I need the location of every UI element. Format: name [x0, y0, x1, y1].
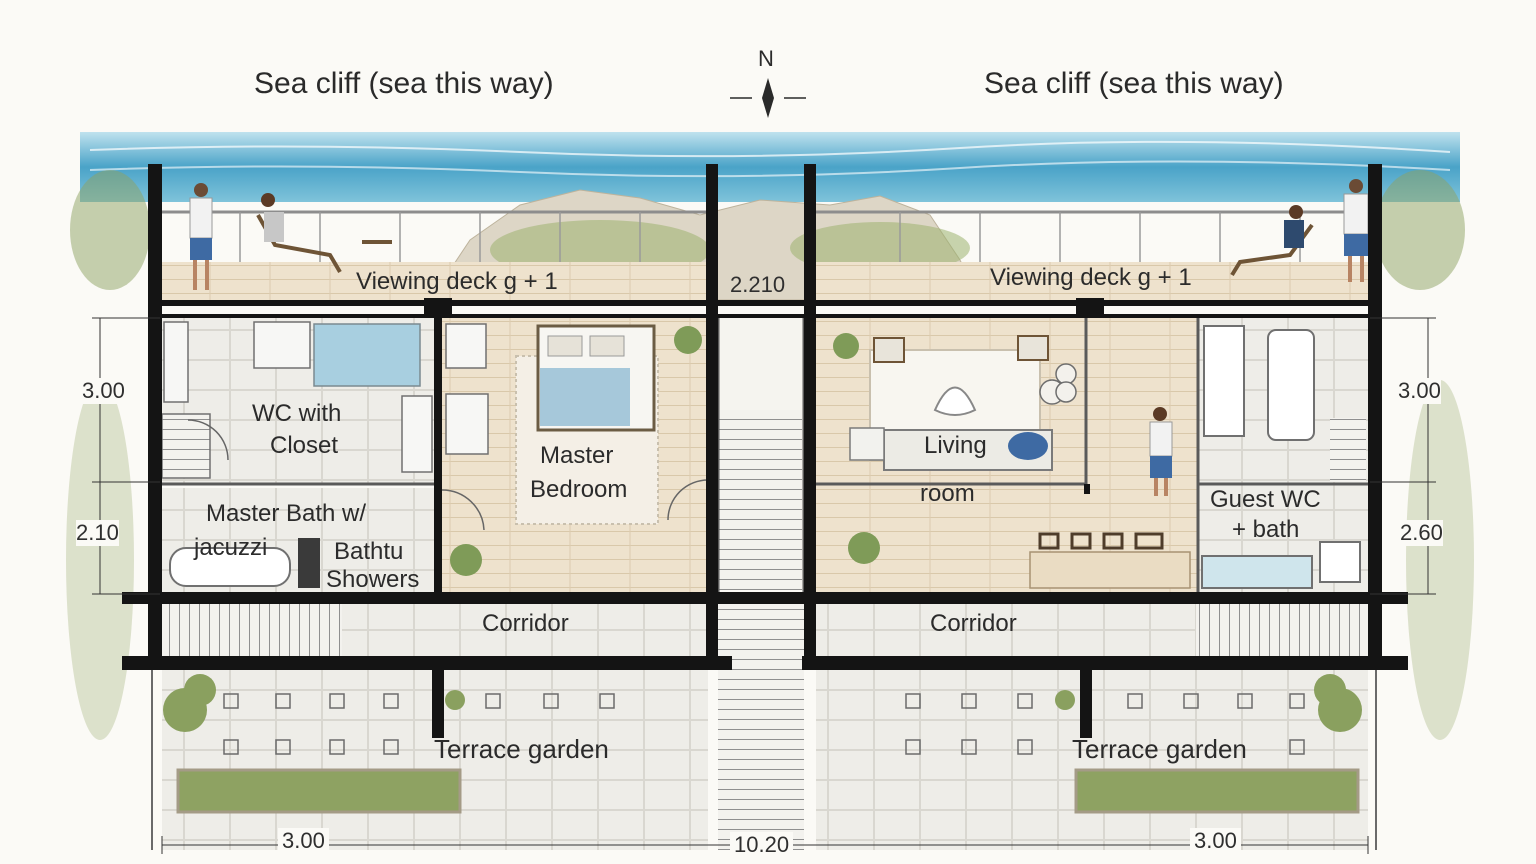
dining-chairs [1038, 532, 1164, 550]
structural-walls [122, 164, 1408, 738]
north-arrow-icon [730, 78, 806, 118]
plant-bedroom [450, 544, 482, 576]
person-figure-left [189, 183, 213, 290]
corridor-right-label: Corridor [930, 610, 1017, 637]
dimension-bottom-right: 3.00 [1190, 828, 1241, 855]
main-stair [718, 410, 802, 590]
plant-living [848, 532, 880, 564]
planter-left [176, 768, 462, 814]
terrace-garden-right-label: Terrace garden [1072, 734, 1247, 764]
showers-label: Showers [326, 566, 420, 593]
sea-direction-right: Sea cliff (sea this way) [984, 67, 1284, 100]
dimension-right-lower: 2.60 [1400, 520, 1443, 547]
dimension-right-upper: 3.00 [1398, 378, 1441, 405]
viewing-deck-left-label: Viewing deck g + 1 [356, 268, 558, 295]
wc-closet-label-line1: WC with [252, 400, 342, 427]
master-bedroom-label-line1: Master [540, 442, 614, 469]
dimension-bottom-left: 3.00 [278, 828, 329, 855]
dimension-bottom-mid: 10.20 [730, 832, 794, 859]
dimension-top-mid: 2.210 [730, 272, 786, 297]
plant-bedroom-corner [674, 326, 702, 354]
armchairs [873, 335, 1049, 363]
viewing-deck-left [162, 262, 708, 300]
dining-set [1039, 363, 1077, 405]
bed [536, 324, 656, 432]
person-figure-right [1343, 179, 1369, 282]
master-bath-label-line2: jacuzzi [194, 534, 268, 561]
sea-direction-left: Sea cliff (sea this way) [254, 67, 554, 100]
viewing-deck-right-label: Viewing deck g + 1 [990, 264, 1192, 291]
master-bedroom-label-line2: Bedroom [530, 476, 628, 503]
standing-person [1149, 407, 1173, 496]
shower-glass [313, 323, 421, 387]
bathtub-label: Bathtu [334, 538, 404, 565]
living-room-label-line2: room [920, 480, 975, 507]
planter-right [1074, 768, 1360, 814]
guest-bath-label-line2: + bath [1232, 516, 1300, 543]
corridor-left-label: Corridor [482, 610, 569, 637]
master-bath-label-line1: Master Bath w/ [206, 500, 367, 527]
living-room-label-line1: Living [924, 432, 987, 459]
seated-person [1008, 432, 1048, 460]
lounge-chair-right [1230, 205, 1314, 277]
guest-bath-label-line1: Guest WC [1210, 486, 1321, 513]
bench [1029, 551, 1191, 589]
dimension-left-lower: 2.10 [76, 520, 119, 547]
guest-bathtub [1201, 325, 1361, 589]
dimension-left-upper: 3.00 [82, 378, 125, 405]
coffee-table [933, 386, 977, 416]
plant-living-corner [833, 333, 859, 359]
lounge-chair-left [256, 193, 392, 274]
terrace-garden-left-label: Terrace garden [434, 734, 609, 764]
jacuzzi-tub [169, 538, 320, 588]
viewing-deck-right [816, 262, 1368, 300]
north-label: N [758, 46, 774, 71]
hall-floor [1086, 318, 1198, 592]
wc-closet-label-line2: Closet [270, 432, 339, 459]
media-console [849, 427, 885, 461]
kitchenette [401, 323, 489, 473]
